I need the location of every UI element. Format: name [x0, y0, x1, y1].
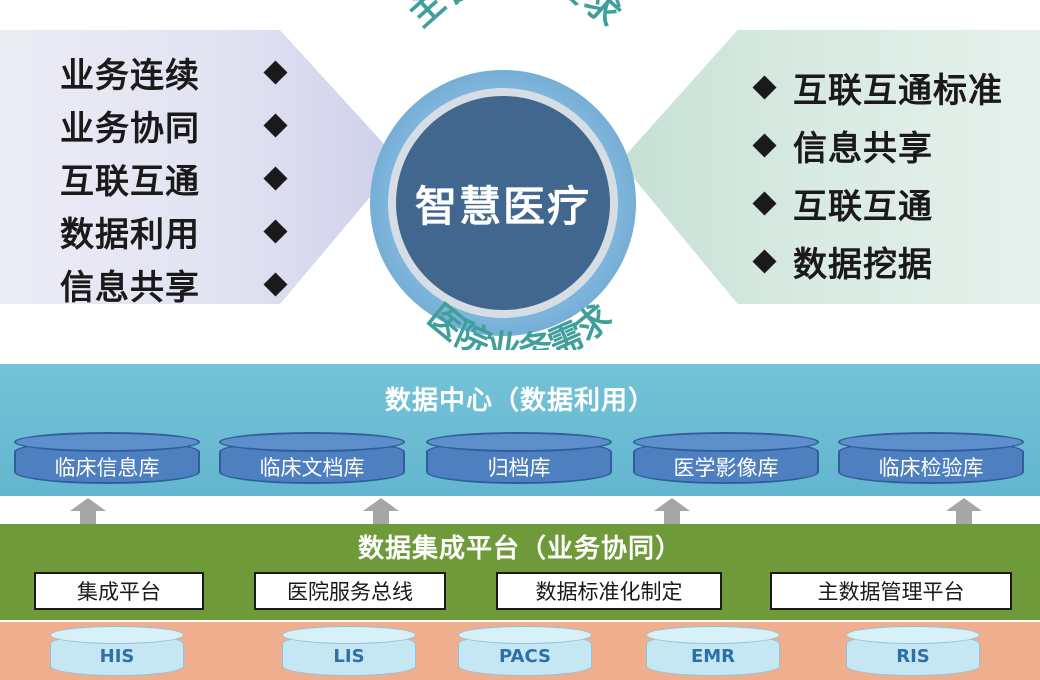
diamond-bullet-icon	[752, 132, 777, 158]
right-item-label: 信息共享	[793, 128, 933, 169]
database-archive: 归档库	[426, 432, 612, 484]
left-list: 业务连续 业务协同 互联互通 数据利用 信息共享	[60, 46, 290, 311]
left-list-item: 数据利用	[60, 205, 290, 258]
left-item-label: 数据利用	[60, 215, 200, 255]
left-item-label: 信息共享	[60, 268, 200, 308]
svg-text:医院业务需求: 医院业务需求	[420, 296, 620, 350]
left-list-item: 业务协同	[60, 99, 290, 152]
database-clinical-info: 临床信息库	[14, 432, 200, 484]
up-arrow-icon	[363, 498, 399, 524]
up-arrow-icon	[70, 498, 106, 524]
integration-box: 主数据管理平台	[770, 572, 1012, 610]
source-system-lis: LIS	[282, 626, 416, 676]
integration-box: 数据标准化制定	[496, 572, 722, 610]
up-arrow-icon	[946, 498, 982, 524]
integration-box: 医院服务总线	[254, 572, 446, 610]
right-item-label: 互联互通标准	[793, 70, 1003, 111]
source-label: LIS	[333, 646, 365, 667]
right-item-label: 互联互通	[793, 186, 933, 227]
diamond-bullet-icon	[752, 74, 777, 100]
integration-box: 集成平台	[34, 572, 204, 610]
diamond-bullet-icon	[752, 190, 777, 216]
source-system-his: HIS	[50, 626, 184, 676]
arc-top-label: 主管部门要求	[401, 0, 627, 35]
source-system-ris: RIS	[846, 626, 980, 676]
database-label: 临床信息库	[54, 456, 160, 480]
right-list-item: 信息共享	[750, 116, 1030, 174]
database-clinical-docs: 临床文档库	[219, 432, 405, 484]
right-item-label: 数据挖据	[793, 244, 933, 285]
core-circle: 智慧医疗	[396, 96, 610, 310]
data-center-title: 数据中心（数据利用）	[384, 386, 655, 416]
database-label: 临床检验库	[878, 456, 984, 480]
source-label: RIS	[896, 646, 930, 667]
diamond-bullet-icon	[263, 60, 288, 85]
source-label: HIS	[99, 646, 135, 667]
right-list-item: 数据挖据	[750, 232, 1030, 290]
database-label: 临床文档库	[259, 456, 365, 480]
arc-labels: 主管部门要求 医院业务需求	[401, 0, 628, 350]
left-item-label: 互联互通	[60, 162, 200, 202]
right-list-item: 互联互通标准	[750, 58, 1030, 116]
source-system-emr: EMR	[646, 626, 780, 676]
source-system-pacs: PACS	[458, 626, 592, 676]
up-arrow-icon	[654, 498, 690, 524]
right-list: 互联互通标准 信息共享 互联互通 数据挖据	[750, 58, 1030, 290]
left-item-label: 业务协同	[60, 109, 200, 149]
core-title: 智慧医疗	[414, 181, 591, 231]
diamond-bullet-icon	[263, 113, 288, 138]
diamond-bullet-icon	[263, 219, 288, 244]
database-medical-imaging: 医学影像库	[633, 432, 819, 484]
diamond-bullet-icon	[752, 248, 777, 274]
integration-title: 数据集成平台（业务协同）	[357, 534, 682, 564]
left-item-label: 业务连续	[60, 56, 200, 96]
arc-bottom-label: 医院业务需求	[420, 296, 619, 350]
left-list-item: 业务连续	[60, 46, 290, 99]
svg-text:主管部门要求: 主管部门要求	[401, 0, 628, 35]
database-clinical-lab: 临床检验库	[838, 432, 1024, 484]
source-label: EMR	[690, 646, 736, 667]
diamond-bullet-icon	[263, 272, 288, 297]
right-list-item: 互联互通	[750, 174, 1030, 232]
left-list-item: 信息共享	[60, 258, 290, 311]
database-label: 医学影像库	[673, 456, 779, 480]
source-label: PACS	[499, 646, 551, 667]
database-label: 归档库	[487, 456, 551, 480]
diamond-bullet-icon	[263, 166, 288, 191]
left-list-item: 互联互通	[60, 152, 290, 205]
